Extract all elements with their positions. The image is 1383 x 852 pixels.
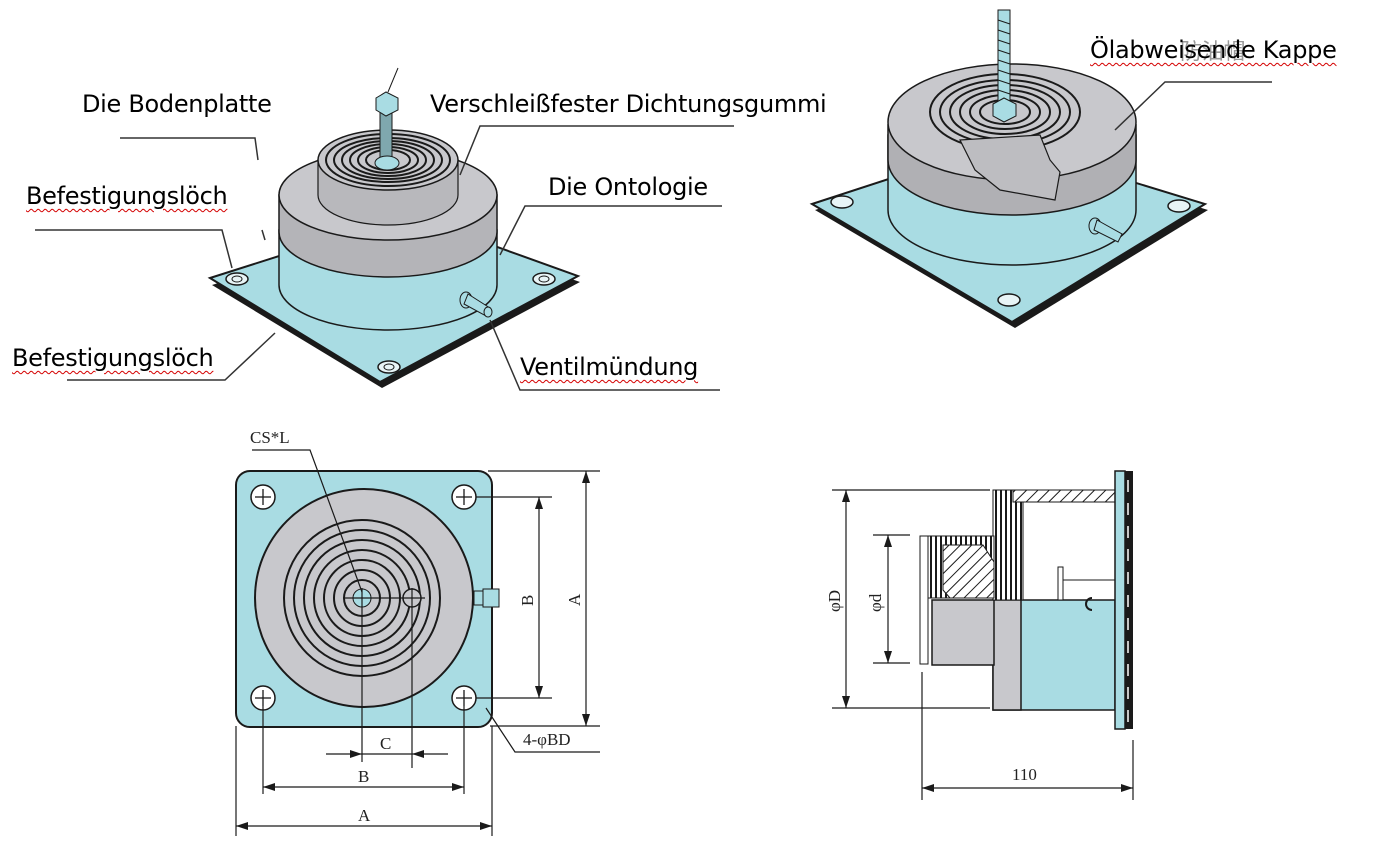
dim-b-horizontal: B <box>358 767 369 786</box>
valve-iso <box>459 291 493 318</box>
callout-befestigungsloch-bottom: Befestigungslöch <box>12 344 214 372</box>
callout-text: Befestigungslöch <box>12 344 214 372</box>
hole-spec-label: 4-φBD <box>523 730 571 749</box>
callout-text: Ölabweisende Kappe <box>1090 36 1337 64</box>
callout-text: Ventilmündung <box>520 353 699 381</box>
dim-length: 110 <box>1012 765 1037 784</box>
callout-oelabweisende-kappe: Ölabweisende Kappe <box>1090 38 1337 62</box>
callout-text: Die Bodenplatte <box>82 90 272 118</box>
dim-b-vertical: B <box>518 595 537 606</box>
callout-kappe-ghost-text: 防油帽 <box>1180 42 1245 64</box>
body-cylinder-iso <box>278 67 498 331</box>
callout-text: Verschleißfester Dichtungsgummi <box>430 90 827 118</box>
cs-label: CS*L <box>250 428 290 447</box>
callout-text: Die Ontologie <box>548 173 708 201</box>
dim-a-horizontal: A <box>358 806 371 825</box>
leader-lines-left <box>35 125 734 391</box>
ghost-text: 防油帽 <box>1180 40 1246 65</box>
callout-ventilmuendung: Ventilmündung <box>520 355 698 379</box>
callout-dichtungsgummi: Verschleißfester Dichtungsgummi <box>430 90 827 118</box>
callout-ontologie: Die Ontologie <box>548 175 708 199</box>
dim-a-vertical: A <box>565 593 584 606</box>
dim-outer-diameter: φD <box>825 590 844 612</box>
callout-bodenplatte: Die Bodenplatte <box>82 92 272 116</box>
callout-befestigungsloch-top: Befestigungslöch <box>26 182 228 210</box>
dim-c: C <box>380 734 391 753</box>
callout-text: Befestigungslöch <box>26 182 228 210</box>
dim-inner-diameter: φd <box>866 593 885 612</box>
